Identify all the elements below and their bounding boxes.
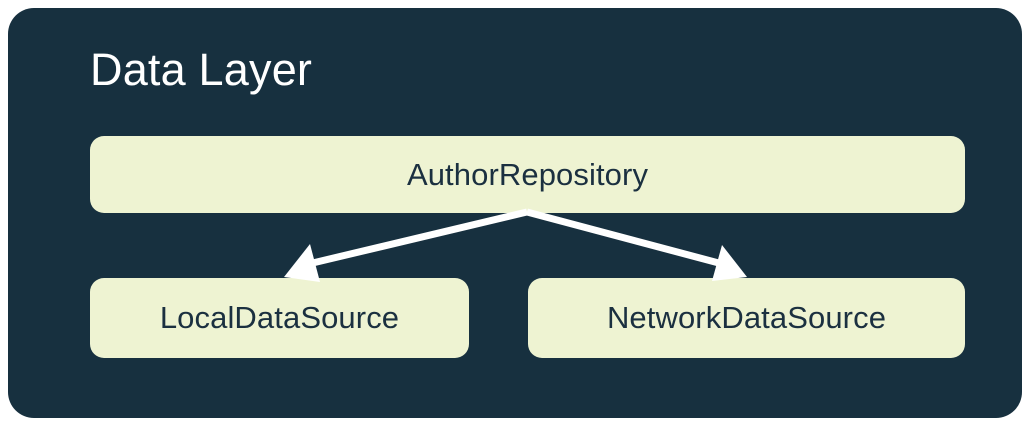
node-network-data-source[interactable]: NetworkDataSource — [528, 278, 965, 358]
node-label: NetworkDataSource — [606, 300, 887, 335]
page-title: Data Layer — [90, 44, 313, 95]
node-author-repository[interactable]: AuthorRepository — [90, 136, 965, 213]
node-local-data-source[interactable]: LocalDataSource — [90, 278, 469, 358]
node-label: AuthorRepository — [406, 156, 649, 192]
node-label: LocalDataSource — [159, 300, 400, 335]
